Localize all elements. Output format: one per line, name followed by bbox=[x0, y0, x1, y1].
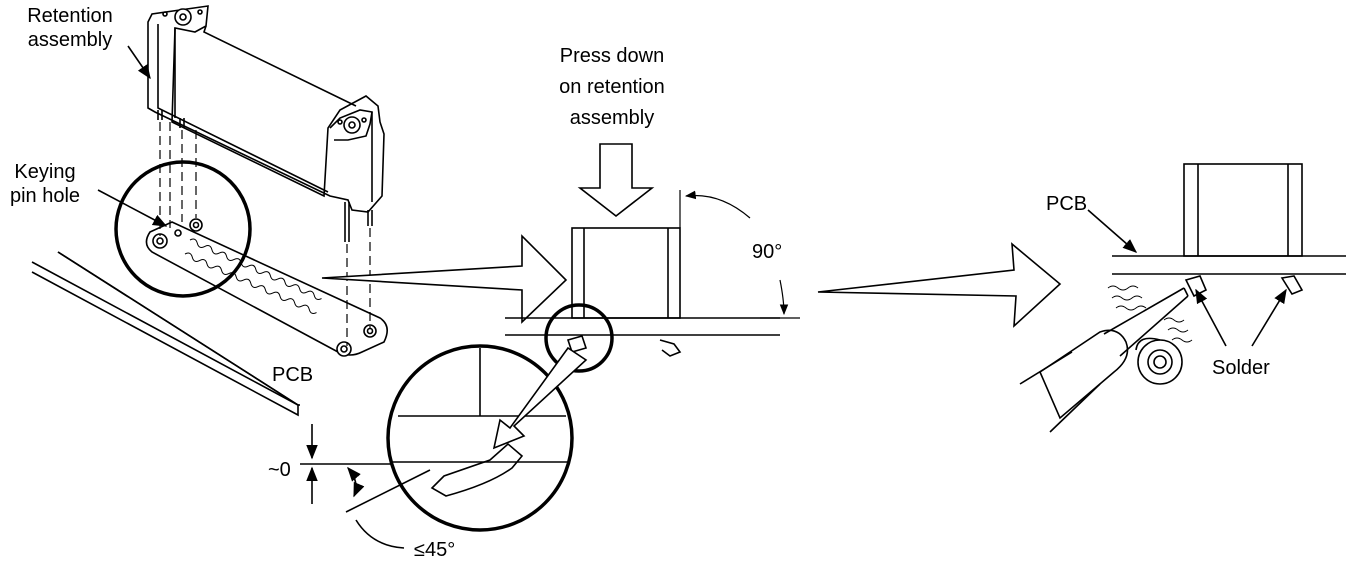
label-press-line1: Press down bbox=[560, 45, 665, 67]
label-approx-zero: ~0 bbox=[268, 459, 291, 481]
retention-pointer bbox=[127, 45, 151, 80]
retention-assembly bbox=[147, 5, 385, 242]
label-solder: Solder bbox=[1212, 357, 1270, 379]
alignment-lines bbox=[159, 122, 371, 346]
pin-zoom-circle bbox=[544, 303, 614, 373]
zoom-arrow bbox=[492, 346, 588, 450]
label-press-line3: assembly bbox=[570, 107, 654, 129]
left-panel bbox=[31, 5, 388, 417]
label-retention-line2: assembly bbox=[28, 29, 112, 51]
solder-pointer-2 bbox=[1251, 288, 1287, 347]
connector-footprint bbox=[145, 218, 388, 357]
connector-side-view bbox=[571, 227, 681, 319]
label-press-line2: on retention bbox=[559, 76, 665, 98]
flow-arrow-1 bbox=[321, 234, 568, 324]
pcb-board bbox=[31, 251, 300, 417]
label-pcb-right: PCB bbox=[1046, 193, 1087, 215]
connector-installed bbox=[1183, 163, 1303, 257]
keying-pointer bbox=[97, 189, 168, 227]
label-pcb-left: PCB bbox=[272, 364, 313, 386]
flow-arrow-2 bbox=[817, 242, 1062, 328]
soldering-iron bbox=[1019, 287, 1189, 433]
keying-detail-circle bbox=[114, 160, 252, 298]
right-panel bbox=[1019, 163, 1346, 433]
label-keying-line2: pin hole bbox=[10, 185, 80, 207]
pcb-right-pointer bbox=[1087, 209, 1138, 253]
label-angle-90: 90° bbox=[752, 241, 782, 263]
solder-pointer-1 bbox=[1195, 288, 1227, 347]
label-angle-le45: ≤45° bbox=[414, 539, 455, 561]
pin-detail-circle bbox=[386, 344, 574, 532]
middle-panel bbox=[300, 143, 800, 549]
label-retention-line1: Retention bbox=[27, 5, 113, 27]
press-down-arrow bbox=[577, 143, 655, 218]
label-keying-line1: Keying bbox=[14, 161, 75, 183]
